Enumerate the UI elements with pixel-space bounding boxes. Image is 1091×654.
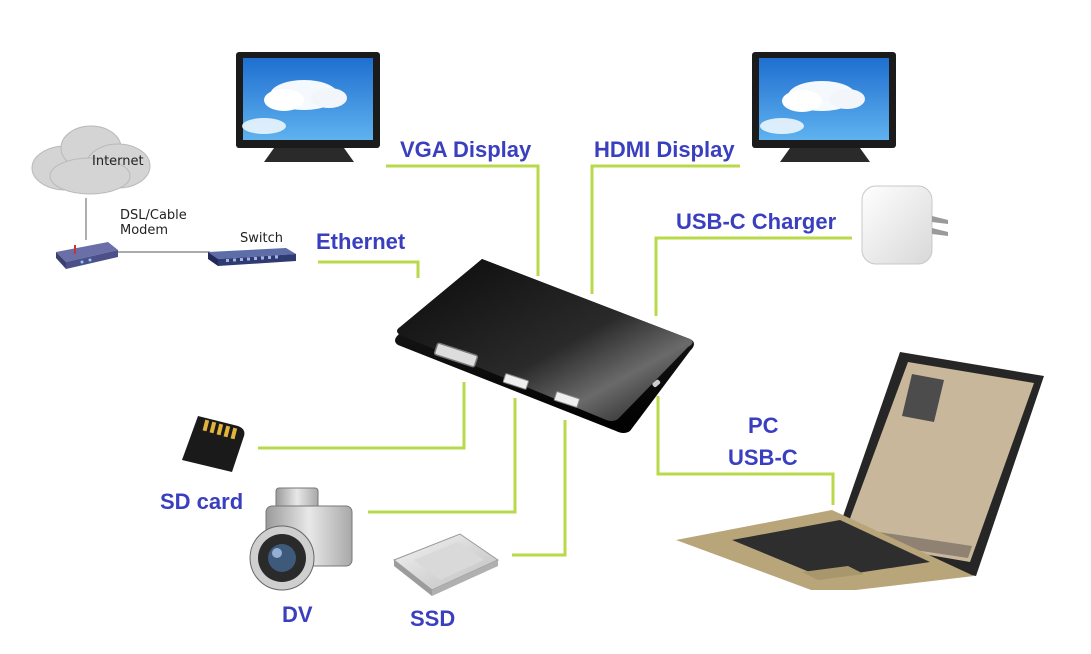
dv-camera-icon	[249, 487, 353, 591]
modem-icon	[56, 242, 118, 269]
vga-display-monitor	[236, 52, 380, 162]
hdmi-connector-line	[590, 164, 740, 294]
ssd-label: SSD	[410, 606, 456, 631]
laptop-pc-icon	[676, 352, 1044, 590]
pc-label: PC	[748, 413, 779, 438]
modem-label-line1: DSL/Cable	[120, 208, 187, 223]
charger-connector-line	[654, 236, 852, 316]
dv-label: DV	[282, 602, 313, 627]
switch-label: Switch	[240, 231, 283, 246]
modem-label-line2: Modem	[120, 222, 169, 238]
vga-display-label: VGA Display	[400, 137, 532, 162]
internet-label: Internet	[92, 154, 144, 169]
modem-label: DSL/Cable Modem	[120, 208, 187, 239]
switch-icon	[208, 248, 296, 266]
usbc-pc-connector-line	[656, 396, 835, 505]
sd-connector-line	[258, 382, 466, 450]
ssd-icon	[393, 533, 500, 596]
vga-connector-line	[386, 164, 540, 276]
ethernet-connector-line	[318, 260, 420, 278]
usb-c-hub-device	[395, 259, 694, 433]
sd-card-icon	[182, 416, 245, 472]
hdmi-display-monitor	[752, 52, 896, 162]
dv-connector-line	[368, 398, 517, 514]
hdmi-display-label: HDMI Display	[594, 137, 735, 162]
ssd-connector-line	[512, 420, 567, 557]
usb-c-charger-label: USB-C Charger	[676, 209, 837, 234]
usb-c-label: USB-C	[728, 445, 798, 470]
sd-card-label: SD card	[160, 489, 244, 514]
internet-cloud-icon	[31, 125, 151, 195]
usb-c-charger-icon	[861, 185, 948, 265]
ethernet-label: Ethernet	[316, 229, 406, 254]
